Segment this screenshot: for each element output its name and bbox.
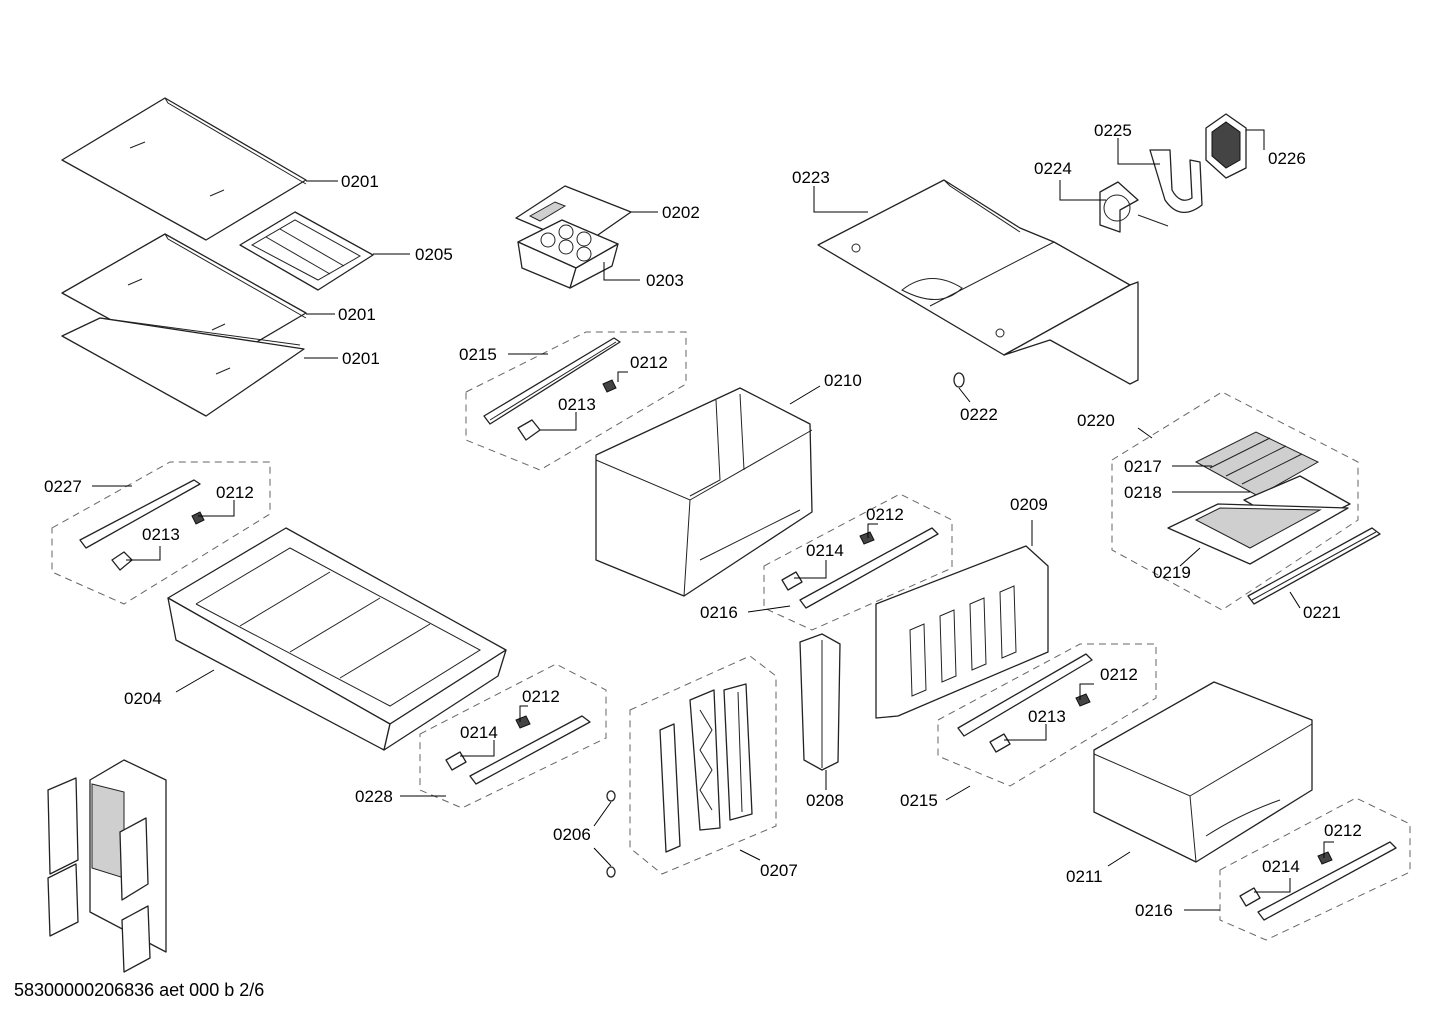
label-0203: 0203 [646, 271, 684, 290]
slide-rail-top [483, 337, 621, 425]
grid-rail [1247, 527, 1381, 605]
label-0211: 0211 [1066, 867, 1103, 886]
label-0224: 0224 [1034, 159, 1072, 178]
label-0217: 0217 [1124, 457, 1162, 476]
shelf-tray [239, 211, 374, 291]
glass-shelf-top [61, 97, 307, 241]
drawer-lower [1093, 681, 1313, 863]
panel-group-outline [629, 655, 777, 875]
divider-panel [875, 545, 1049, 719]
fan [1099, 181, 1169, 233]
grid-shelf [1194, 431, 1320, 497]
label-0204: 0204 [124, 689, 162, 708]
label-0209: 0209 [1010, 495, 1048, 514]
label-0212-left: 0212 [216, 483, 254, 502]
label-0218: 0218 [1124, 483, 1162, 502]
rail-group-top-outline [465, 331, 687, 471]
label-0212-top: 0212 [630, 353, 668, 372]
label-0201-top: 0201 [341, 172, 379, 191]
label-0201-lower: 0201 [342, 349, 380, 368]
refrigerator-overview-icon [47, 759, 167, 973]
label-0213-right: 0213 [1028, 707, 1066, 726]
slide-rail-middle [799, 527, 939, 609]
leader-lines [92, 129, 1334, 911]
label-0208: 0208 [806, 791, 844, 810]
label-0222: 0222 [960, 405, 998, 424]
label-0207: 0207 [760, 861, 798, 880]
label-0219: 0219 [1153, 563, 1191, 582]
label-0227: 0227 [44, 477, 82, 496]
label-0214-middle: 0214 [806, 541, 844, 560]
egg-tray [517, 219, 619, 289]
slide-rail-left [79, 479, 201, 549]
label-0206: 0206 [553, 825, 591, 844]
glass-shelf-lower [61, 317, 305, 417]
label-0215-lower: 0215 [900, 791, 938, 810]
rail-group-bottom-right-outline [1219, 797, 1411, 941]
part-labels: 0201 0205 0201 0201 0202 0203 0223 0225 … [44, 121, 1362, 920]
label-0210: 0210 [824, 371, 862, 390]
label-0213-left: 0213 [142, 525, 180, 544]
freezer-drawer [167, 527, 507, 751]
pin [606, 790, 616, 878]
label-0213-top: 0213 [558, 395, 596, 414]
label-0212-bottom-left: 0212 [522, 687, 560, 706]
frame-gasket [1205, 113, 1247, 179]
plug [953, 372, 965, 388]
cover-plate [817, 179, 1139, 385]
slide-rail-bottom-left [469, 715, 591, 785]
label-0212-bottom-right: 0212 [1324, 821, 1362, 840]
label-0212-middle: 0212 [866, 505, 904, 524]
label-0202: 0202 [662, 203, 700, 222]
label-0201-middle: 0201 [338, 305, 376, 324]
label-0214-bottom-left: 0214 [460, 723, 498, 742]
side-panel-a [659, 723, 681, 853]
rail-clip-middle [781, 531, 875, 591]
rail-group-right-outline [937, 643, 1157, 787]
label-0223: 0223 [792, 168, 830, 187]
label-0212-right: 0212 [1100, 665, 1138, 684]
rail-group-bottom-left-outline [419, 663, 607, 809]
fan-bracket [1149, 149, 1203, 213]
label-0228: 0228 [355, 787, 393, 806]
shelf-grid-group-outline [1111, 391, 1359, 611]
label-0214-bottom-right: 0214 [1262, 857, 1300, 876]
label-0226: 0226 [1268, 149, 1306, 168]
label-0216-bottom-right: 0216 [1135, 901, 1173, 920]
air-channel [799, 633, 841, 771]
slide-rail-bottom-right [1257, 841, 1397, 921]
label-0220: 0220 [1077, 411, 1115, 430]
label-0216-middle: 0216 [700, 603, 738, 622]
rail-group-left-outline [51, 461, 271, 605]
document-id-footer: 58300000206836 aet 000 b 2/6 [14, 980, 265, 1000]
side-panel-b [689, 689, 721, 831]
drawer-upper [595, 387, 813, 597]
label-0221: 0221 [1303, 603, 1341, 622]
label-0225: 0225 [1094, 121, 1132, 140]
grid-frame [1167, 503, 1349, 565]
side-panel-c [723, 683, 753, 821]
label-0215-top: 0215 [459, 345, 497, 364]
slide-rail-right [957, 653, 1093, 737]
label-0205: 0205 [415, 245, 453, 264]
